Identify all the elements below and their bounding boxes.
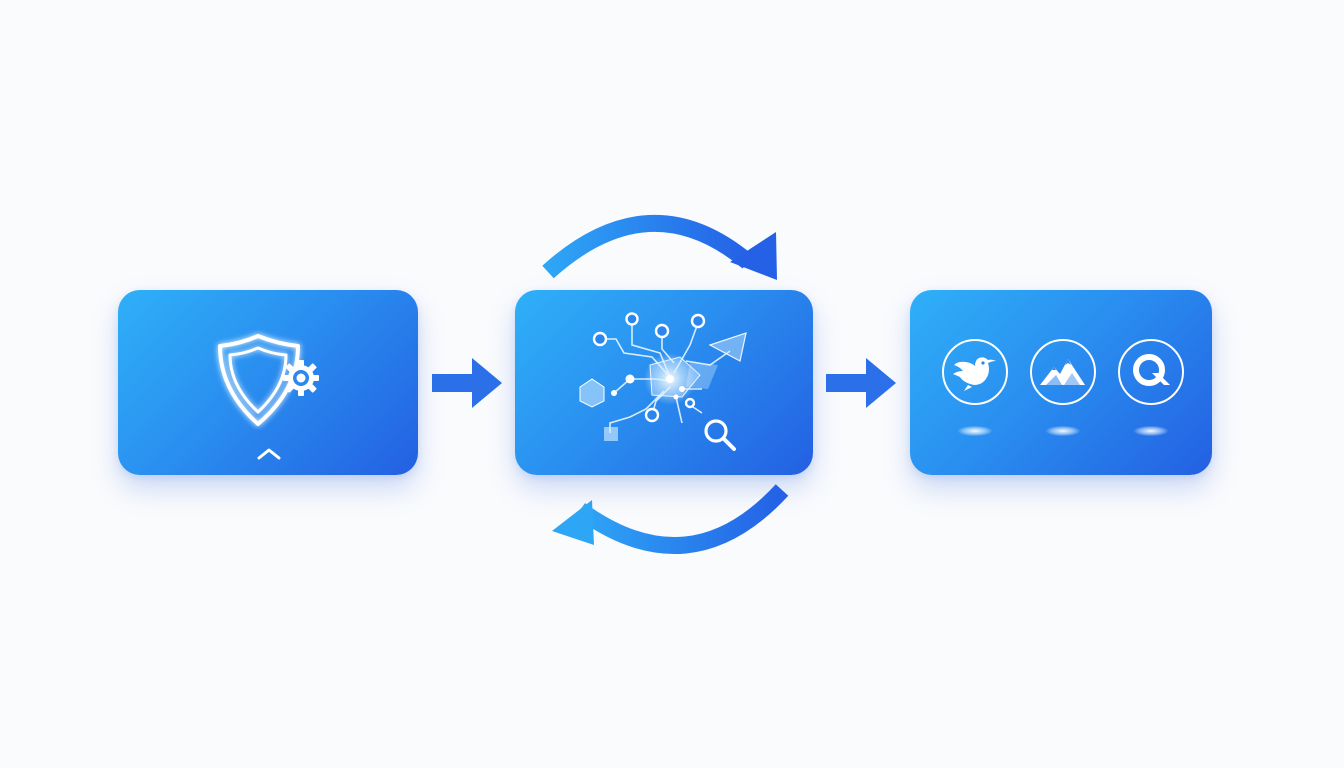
mountain-logo-icon <box>1040 359 1085 385</box>
magnifier-icon <box>704 419 736 451</box>
mountain-logo-badge <box>1030 339 1096 405</box>
bird-logo-badge <box>942 339 1008 405</box>
cycle-arrow-top-icon <box>542 215 777 280</box>
badge-glow <box>1046 426 1080 436</box>
cycle-arrow-bottom-icon <box>552 484 789 555</box>
bird-logo-icon <box>953 357 996 391</box>
chevron-up-icon <box>257 448 281 460</box>
network-analysis-icon <box>579 312 747 441</box>
arrow-right-icon <box>432 358 502 408</box>
badge-glow <box>958 426 992 436</box>
q-logo-icon <box>1133 354 1170 386</box>
stage-card-security <box>118 290 418 475</box>
gear-icon <box>283 360 319 396</box>
shield-gear-icon <box>218 334 319 426</box>
arrow-right-icon <box>826 358 896 408</box>
badge-glow <box>1134 426 1168 436</box>
q-logo-badge <box>1118 339 1184 405</box>
